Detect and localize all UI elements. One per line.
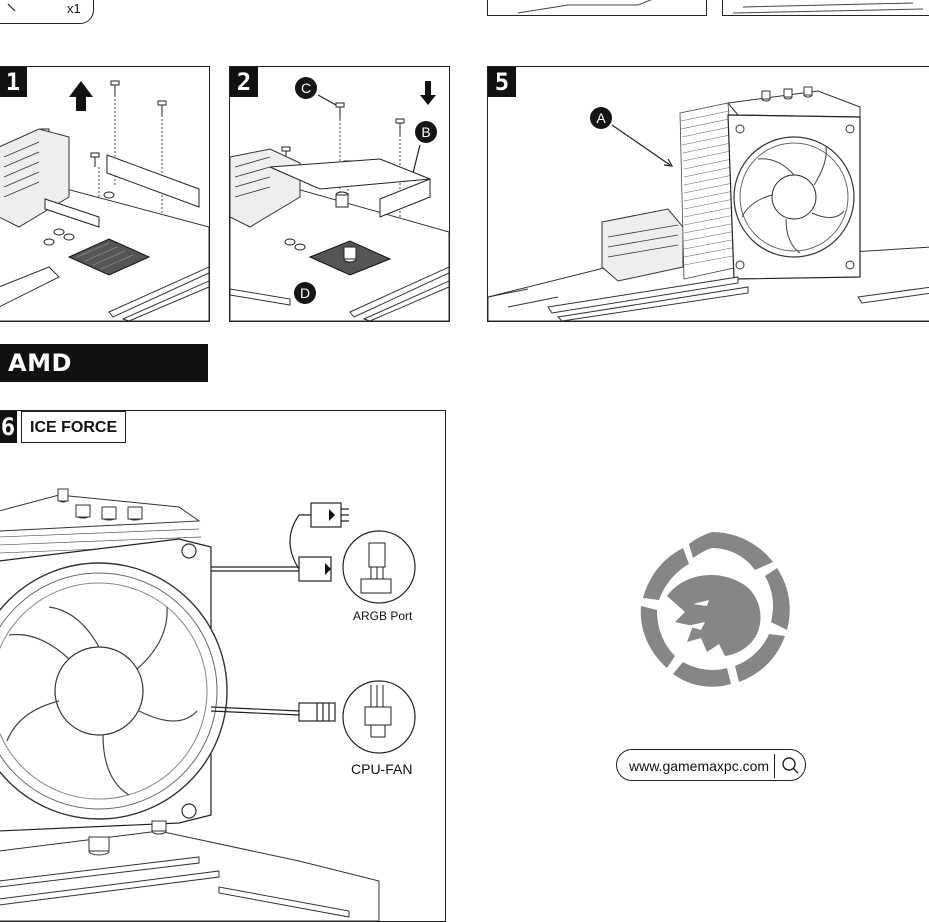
step-5-panel: 5	[487, 66, 929, 322]
step-6-illustration	[0, 488, 416, 921]
website-url-pill[interactable]: www.gamemaxpc.com	[616, 749, 806, 781]
callout-b: B	[415, 121, 437, 143]
step-5-badge: 5	[488, 67, 516, 97]
step-2-panel: 2 C	[229, 66, 450, 322]
step-1-illustration	[0, 80, 209, 321]
step-5-illustration	[488, 86, 929, 321]
step-1-panel: 1	[0, 66, 210, 322]
callout-a: A	[590, 107, 612, 129]
website-url[interactable]: www.gamemaxpc.com	[629, 758, 770, 774]
callout-c: C	[295, 77, 317, 99]
screw-icon	[7, 3, 16, 12]
quantity-label: x1	[67, 1, 81, 16]
down-arrow-icon	[420, 81, 436, 105]
step-2-illustration	[230, 81, 449, 321]
step-1-badge: 1	[0, 67, 27, 97]
step-6-badge: 6	[0, 411, 17, 443]
up-arrow-icon	[69, 81, 93, 111]
top-fragment-box: x1	[0, 0, 94, 24]
search-icon[interactable]	[781, 756, 801, 776]
url-divider	[774, 754, 775, 778]
argb-port-label: ARGB Port	[353, 609, 413, 623]
section-title-amd: AMD AM5/AM4	[0, 344, 208, 415]
top-fragment-panel-left	[487, 0, 707, 16]
callout-d: D	[294, 282, 316, 304]
gamemax-lion-logo-icon	[640, 532, 790, 687]
top-fragment-panel-right	[722, 0, 929, 16]
step-6-panel: 6	[0, 410, 446, 922]
step-2-badge: 2	[230, 67, 258, 97]
product-label: ICE FORCE	[21, 411, 127, 443]
cpu-fan-label: CPU-FAN	[351, 761, 413, 777]
